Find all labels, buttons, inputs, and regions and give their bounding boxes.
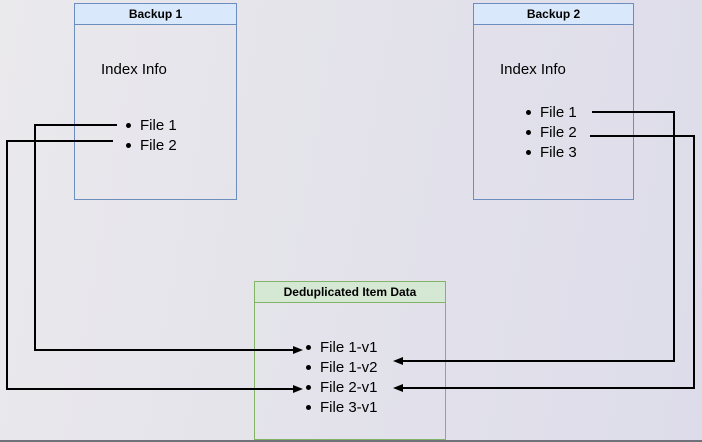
backup1-box: Backup 1 Index Info File 1 File 2	[74, 3, 237, 200]
backup2-file-list: File 1 File 2 File 3	[526, 102, 577, 162]
bullet-icon	[526, 149, 531, 155]
backup2-box: Backup 2 Index Info File 1 File 2 File 3	[473, 3, 634, 200]
backup1-title: Backup 1	[75, 4, 236, 25]
list-item: File 1	[126, 115, 177, 135]
list-item: File 2-v1	[306, 377, 378, 397]
list-item-label: File 2	[540, 123, 577, 141]
list-item: File 3	[526, 142, 577, 162]
backup2-index-info-label: Index Info	[500, 61, 566, 78]
backup1-index-info-label: Index Info	[101, 61, 167, 78]
list-item-label: File 1	[140, 116, 177, 134]
list-item-label: File 3	[540, 143, 577, 161]
bullet-icon	[306, 404, 311, 410]
backup2-title: Backup 2	[474, 4, 633, 25]
bullet-icon	[526, 129, 531, 135]
bullet-icon	[126, 142, 131, 148]
bullet-icon	[526, 109, 531, 115]
list-item: File 3-v1	[306, 397, 378, 417]
backup1-file-list: File 1 File 2	[126, 115, 177, 155]
dedup-title: Deduplicated Item Data	[255, 282, 445, 303]
list-item: File 1-v1	[306, 337, 378, 357]
list-item: File 1-v2	[306, 357, 378, 377]
list-item: File 1	[526, 102, 577, 122]
list-item: File 2	[126, 135, 177, 155]
list-item-label: File 3-v1	[320, 398, 378, 416]
list-item: File 2	[526, 122, 577, 142]
bullet-icon	[126, 122, 131, 128]
list-item-label: File 1-v1	[320, 338, 378, 356]
window-bottom-edge	[0, 440, 702, 442]
list-item-label: File 2	[140, 136, 177, 154]
list-item-label: File 2-v1	[320, 378, 378, 396]
list-item-label: File 1-v2	[320, 358, 378, 376]
list-item-label: File 1	[540, 103, 577, 121]
bullet-icon	[306, 364, 311, 370]
bullet-icon	[306, 384, 311, 390]
bullet-icon	[306, 344, 311, 350]
